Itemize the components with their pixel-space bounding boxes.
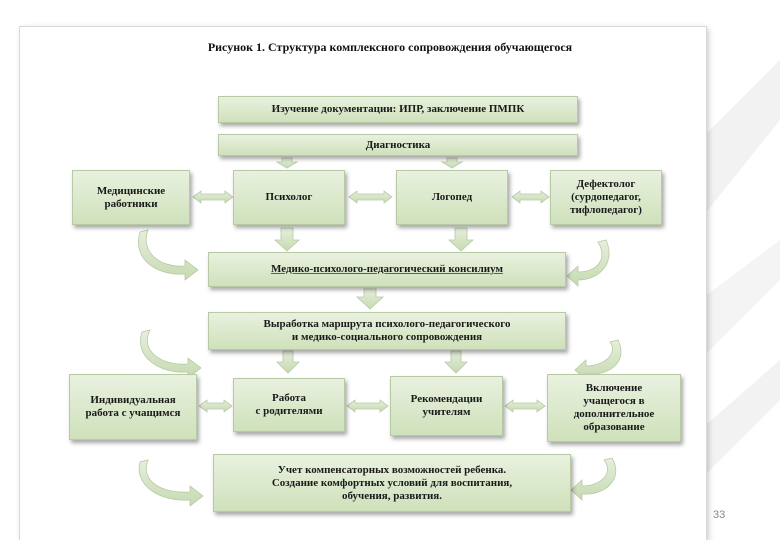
curved-arrow-left-3 (138, 459, 204, 507)
double-arrow-psychologist-speech (348, 190, 393, 204)
parents-work-box: Работа с родителями (233, 378, 345, 432)
page-title: Рисунок 1. Структура комплексного сопров… (207, 40, 573, 54)
medical-workers-box: Медицинские работники (72, 170, 190, 225)
teacher-recommendations-box: Рекомендации учителям (390, 376, 503, 436)
arrow-down-5 (355, 288, 385, 310)
route-box: Выработка маршрута психолого-педагогичес… (208, 312, 566, 350)
curved-arrow-right-2 (574, 339, 622, 381)
council-box: Медико-психолого-педагогический консилиу… (208, 252, 566, 287)
arrow-down-1 (275, 157, 299, 169)
arrow-down-6 (276, 350, 300, 374)
double-arrow-speech-defectologist (511, 190, 550, 204)
speech-therapist-box: Логопед (396, 170, 508, 225)
defectologist-box: Дефектолог (сурдопедагог, тифлопедагог) (550, 170, 662, 225)
curved-arrow-right-3 (570, 457, 617, 501)
psychologist-box: Психолог (233, 170, 345, 225)
double-arrow-individual-parents (198, 399, 233, 413)
additional-education-box: Включение учащегося в дополнительное обр… (547, 374, 681, 442)
diagnostics-box: Диагностика (218, 134, 578, 156)
arrow-down-7 (444, 350, 468, 374)
arrow-down-3 (273, 227, 301, 252)
double-arrow-medical-psychologist (192, 190, 234, 204)
curved-arrow-right-1 (566, 239, 610, 287)
compensatory-box: Учет компенсаторных возможностей ребенка… (213, 454, 571, 512)
double-arrow-teachers-education (504, 399, 546, 413)
curved-arrow-left-2 (140, 329, 202, 379)
individual-work-box: Индивидуальная работа с учащимся (69, 374, 197, 440)
curved-arrow-left-1 (138, 229, 199, 281)
arrow-down-2 (440, 157, 464, 169)
page-number: 33 (713, 509, 726, 521)
documentation-box: Изучение документации: ИПР, заключение П… (218, 96, 578, 123)
arrow-down-4 (447, 227, 475, 252)
double-arrow-parents-teachers (346, 399, 389, 413)
